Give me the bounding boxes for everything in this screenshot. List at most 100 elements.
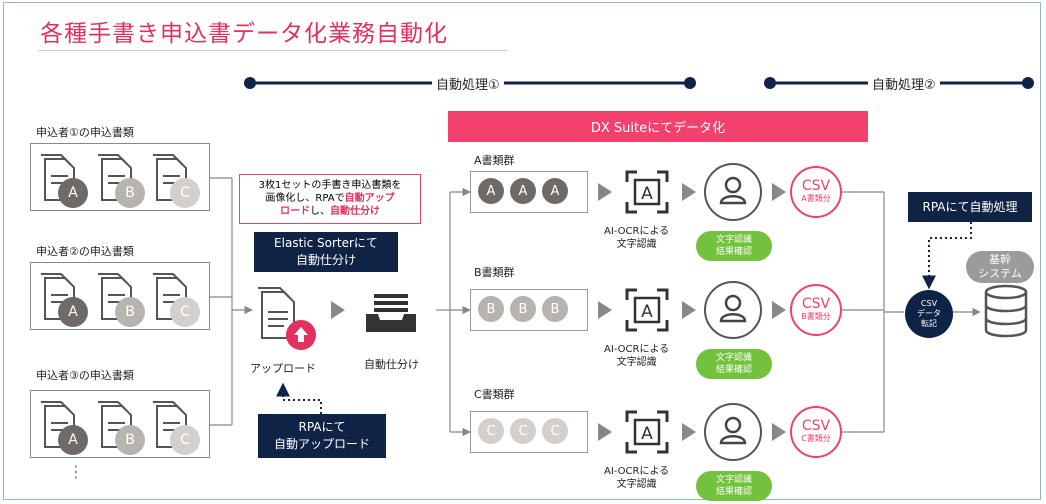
svg-text:A: A: [641, 184, 653, 204]
verify-pill-line-1: 文字認識: [715, 353, 752, 363]
document-badge: C: [170, 425, 200, 455]
title-divider: [38, 50, 508, 51]
core-system-label: 基幹 システム: [966, 251, 1034, 283]
group-document-circle: B: [542, 296, 568, 322]
note-line-2: 画像化し、RPAで自動アップ: [240, 192, 420, 205]
document-icon: [258, 287, 295, 339]
phase1-label: 自動処理①: [432, 74, 504, 93]
document-badge: B: [115, 297, 145, 327]
document-badge: C: [170, 297, 200, 327]
verify-pill-line-1: 文字認識: [715, 475, 752, 485]
svg-text:A: A: [641, 302, 653, 322]
document-badge: C: [170, 178, 200, 208]
applicant-3-label: 申込者③の申込書類: [36, 369, 134, 382]
note-line-3: ロードし、自動仕分け: [240, 205, 420, 218]
groups-branch-lines: [436, 187, 471, 437]
ocr-label: AI-OCRによる文字認識: [604, 343, 669, 369]
verify-pill-line-2: 結果確認: [715, 247, 752, 257]
upload-icon: [286, 320, 316, 350]
applicant-2-label: 申込者②の申込書類: [36, 245, 134, 258]
document-badge: B: [115, 178, 145, 208]
document-badge: A: [58, 297, 88, 327]
group-document-circle: A: [510, 178, 536, 204]
diagram-frame: [3, 2, 1041, 500]
rpa-upload-box: RPAにて 自動アップロード: [258, 414, 386, 458]
flow-triangles: [331, 183, 786, 441]
note-line-3a: ロード: [280, 206, 310, 217]
database-icon: [984, 284, 1028, 338]
document-badge: A: [58, 425, 88, 455]
elastic-sorter-line-2: 自動仕分け: [295, 253, 356, 267]
dx-suite-banner: DX Suiteにてデータ化: [448, 111, 868, 142]
applicants-merge-lines: [210, 177, 253, 426]
svg-text:A: A: [641, 424, 653, 444]
ocr-label-line-2: 文字認識: [616, 479, 657, 490]
group-document-circle: C: [478, 418, 504, 444]
note-line-3b: し、: [310, 206, 330, 217]
person-icon: [719, 176, 747, 205]
rpa-upload-line-2: 自動アップロード: [273, 437, 370, 451]
csv-output-title: CSV: [801, 418, 831, 434]
verify-result-pill: 文字認識結果確認: [696, 231, 772, 261]
note-line-2a: 画像化し、RPAで: [265, 193, 345, 204]
group-c-label: C書類群: [474, 388, 515, 401]
tray-icon: [366, 294, 416, 332]
rpa-upload-dotted-arrow: [276, 382, 322, 414]
ocr-scan-icon: A: [625, 410, 669, 454]
csv-transfer-line-1: CSV: [920, 299, 938, 308]
group-document-circle: C: [542, 418, 568, 444]
rpa-auto-dotted-arrow: [922, 222, 972, 290]
ocr-scan-icon: A: [625, 170, 669, 214]
more-applicants-ellipsis: ⋮: [68, 462, 84, 481]
csv-output-subtitle: B書類分: [801, 312, 831, 321]
ocr-label-line-1: AI-OCRによる: [604, 466, 670, 477]
group-document-circle: C: [510, 418, 536, 444]
page-title: 各種手書き申込書データ化業務自動化: [40, 21, 448, 47]
process-note: 3枚1セットの手書き申込書類を 画像化し、RPAで自動アップ ロードし、自動仕分…: [239, 174, 421, 224]
applicant-1-label: 申込者①の申込書類: [36, 126, 134, 139]
ocr-scan-icon: A: [625, 288, 669, 332]
elastic-sorter-box: Elastic Sorterにて 自動仕分け: [254, 232, 398, 272]
person-icon: [719, 294, 747, 323]
person-check-circle: [704, 281, 762, 339]
ocr-label-line-2: 文字認識: [616, 357, 657, 368]
group-document-circle: A: [542, 178, 568, 204]
upload-label: アップロード: [250, 362, 316, 375]
core-system-line-2: システム: [978, 267, 1022, 280]
csv-transfer-node: CSV データ 転記: [905, 290, 953, 338]
document-badge: B: [115, 425, 145, 455]
verify-pill-line-2: 結果確認: [715, 487, 752, 497]
phase2-label: 自動処理②: [868, 74, 940, 93]
group-document-circle: A: [478, 178, 504, 204]
document-badge: A: [58, 178, 88, 208]
csv-output-title: CSV: [801, 296, 831, 312]
verify-result-pill: 文字認識結果確認: [696, 349, 772, 379]
elastic-sorter-line-1: Elastic Sorterにて: [274, 236, 378, 250]
ocr-label-line-1: AI-OCRによる: [604, 344, 670, 355]
note-line-3c: 自動仕分け: [330, 206, 380, 217]
verify-result-pill: 文字認識結果確認: [696, 471, 772, 501]
csv-merge-lines: [842, 191, 981, 433]
ocr-label-line-1: AI-OCRによる: [604, 226, 670, 237]
ocr-label-line-2: 文字認識: [616, 239, 657, 250]
verify-pill-line-2: 結果確認: [715, 365, 752, 375]
csv-transfer-line-3: 転記: [921, 319, 937, 328]
rpa-upload-line-1: RPAにて: [298, 420, 346, 434]
csv-output-subtitle: A書類分: [801, 194, 831, 203]
group-document-circle: B: [478, 296, 504, 322]
ocr-label: AI-OCRによる文字認識: [604, 225, 669, 251]
group-document-circle: B: [510, 296, 536, 322]
csv-transfer-line-2: データ: [917, 309, 941, 318]
auto-sort-label: 自動仕分け: [364, 358, 419, 371]
note-line-2b: 自動アップ: [344, 193, 395, 204]
note-line-1: 3枚1セットの手書き申込書類を: [258, 180, 402, 191]
person-check-circle: [704, 163, 762, 221]
core-system-line-1: 基幹: [989, 253, 1011, 266]
person-icon: [719, 416, 747, 445]
rpa-auto-process-box: RPAにて自動処理: [908, 192, 1032, 222]
csv-output-subtitle: C書類分: [801, 434, 831, 443]
ocr-label: AI-OCRによる文字認識: [604, 465, 669, 491]
